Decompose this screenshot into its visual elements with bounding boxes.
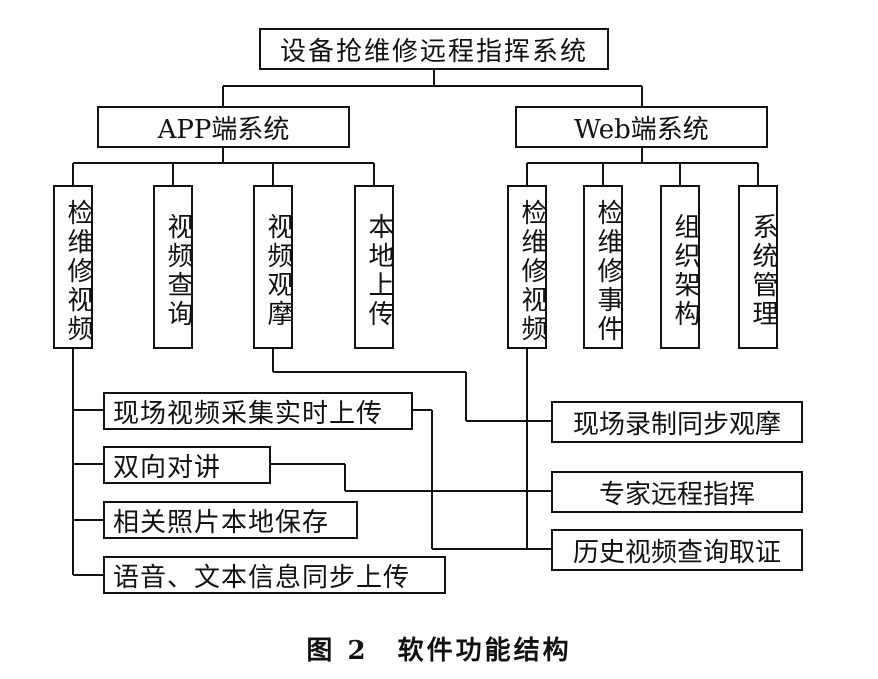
web-module-inspection-event: 检维修事件: [583, 185, 623, 349]
app-function-voice-text-upload: 语音、文本信息同步上传: [103, 556, 446, 594]
app-function-two-way-talk: 双向对讲: [103, 446, 271, 484]
app-function-local-photo-save: 相关照片本地保存: [103, 501, 358, 539]
app-module-local-upload: 本地上传: [354, 185, 394, 349]
web-system-node: Web端系统: [515, 106, 768, 148]
app-system-node: APP端系统: [97, 106, 350, 148]
root-node: 设备抢维修远程指挥系统: [259, 28, 609, 70]
app-module-video-observe: 视频观摩: [253, 185, 293, 349]
app-module-video-query: 视频查询: [153, 185, 193, 349]
web-module-system-management: 系统管理: [738, 185, 778, 349]
app-module-inspection-video: 检维修视频: [53, 185, 93, 349]
app-function-realtime-upload: 现场视频采集实时上传: [103, 392, 413, 430]
web-function-expert-command: 专家远程指挥: [551, 471, 803, 513]
web-module-organization: 组织架构: [660, 185, 700, 349]
web-function-live-observe: 现场录制同步观摩: [551, 401, 803, 443]
figure-caption: 图 2 软件功能结构: [306, 636, 572, 666]
web-function-history-query: 历史视频查询取证: [551, 529, 803, 571]
web-module-inspection-video: 检维修视频: [507, 185, 547, 349]
